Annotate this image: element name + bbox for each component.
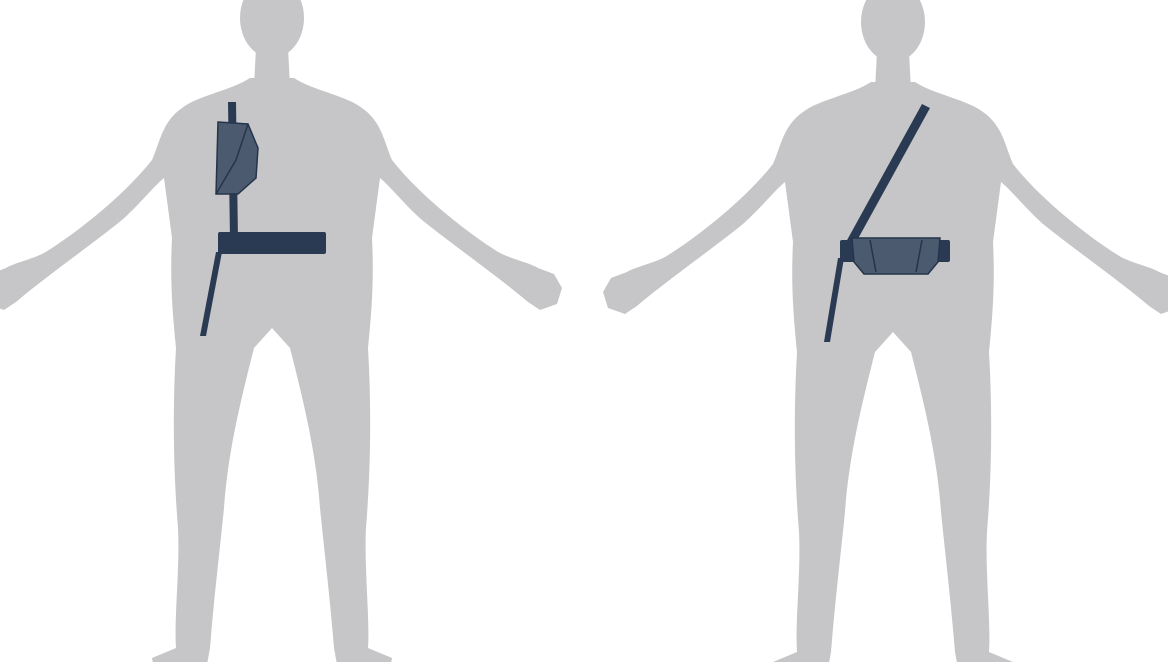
belt-pouch [852, 238, 940, 274]
figure-back [603, 0, 1168, 662]
figure-front [0, 0, 562, 662]
body-silhouette-back [603, 0, 1168, 662]
body-silhouette-front [0, 0, 562, 662]
waist-belt [218, 232, 326, 254]
